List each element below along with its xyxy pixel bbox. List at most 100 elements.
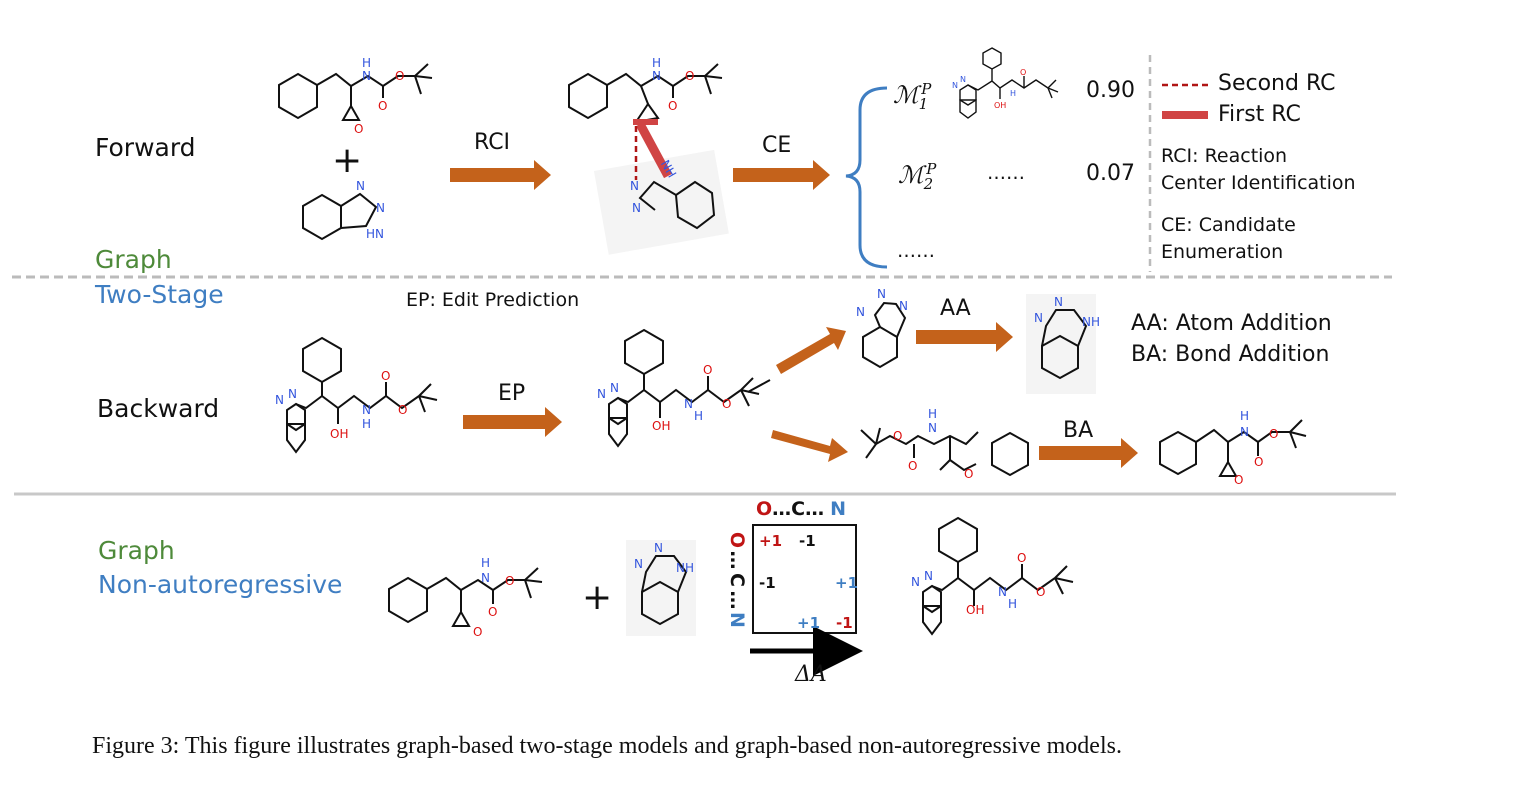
matrix-cell: -1: [799, 532, 816, 550]
molecule-candidate-1: [959, 47, 1059, 119]
col-header-n: N: [830, 498, 847, 520]
molecule-reactant-epoxide: [278, 63, 433, 121]
atom-hydrogen: H: [1010, 89, 1016, 98]
matrix-cell: +1: [797, 614, 821, 632]
atom-nitrogen: N: [597, 387, 606, 401]
candidate-1-superscript: P: [921, 80, 932, 98]
atom-nh: NH: [676, 561, 694, 575]
candidate-2-score: 0.07: [1086, 161, 1135, 186]
figure-caption: Figure 3: This figure illustrates graph-…: [92, 733, 1122, 759]
atom-nitrogen: N: [899, 299, 908, 313]
atom-hydrogen: H: [362, 56, 371, 70]
atom-oxygen: O: [378, 99, 387, 113]
atom-nitrogen: N: [356, 179, 365, 193]
matrix-cell: +1: [759, 532, 783, 550]
arrow-to-synthon-2: [771, 430, 848, 462]
atom-nitrogen: N: [877, 287, 886, 301]
candidate-2-subscript: 2: [923, 174, 934, 193]
arrow-label-rci: RCI: [474, 130, 511, 155]
atom-oxygen-hydroxyl: OH: [994, 101, 1006, 110]
definition-ba: BA: Bond Addition: [1131, 342, 1330, 367]
atom-oxygen: O: [893, 429, 902, 443]
candidates-more-ellipsis: ……: [897, 240, 935, 262]
label-graph-bottom: Graph: [98, 536, 175, 565]
candidate-2-ellipsis: ……: [987, 162, 1025, 184]
atom-hydrogen: H: [1008, 597, 1017, 611]
molecule-reaction-center-complex: [568, 63, 723, 230]
atom-oxygen-hydroxyl: OH: [652, 419, 670, 433]
atom-oxygen-hydroxyl: OH: [966, 603, 984, 617]
molecule-edited: [608, 328, 760, 448]
row-header-o: O: [726, 531, 748, 549]
col-header-dots-1: …: [772, 498, 792, 520]
definition-ce-line2: Enumeration: [1161, 241, 1284, 263]
label-forward: Forward: [95, 133, 196, 162]
atom-nitrogen: N: [911, 575, 920, 589]
atom-nitrogen: N: [610, 381, 619, 395]
molecule-nar-product: [922, 516, 1074, 636]
atom-oxygen: O: [1254, 455, 1263, 469]
definition-rci-line1: RCI: Reaction: [1161, 145, 1288, 167]
delta-a-label: ΔA: [795, 662, 827, 687]
atom-hydrogen: H: [362, 417, 371, 431]
atom-nitrogen: N: [275, 393, 284, 407]
atom-nitrogen: N: [1054, 295, 1063, 309]
col-header-o: O: [756, 498, 773, 520]
atom-nh: HN: [366, 227, 384, 241]
arrow-ep: [463, 407, 562, 437]
col-header-c: C: [791, 498, 806, 520]
plus-sign-forward: +: [332, 140, 363, 181]
arrow-aa: [916, 322, 1013, 352]
candidate-2-superscript: P: [926, 160, 937, 178]
atom-oxygen: O: [1234, 473, 1243, 487]
atom-nitrogen: N: [654, 541, 663, 555]
row-header-dots-2: …: [726, 590, 748, 610]
definition-ep: EP: Edit Prediction: [406, 289, 580, 311]
atom-nitrogen: N: [684, 397, 693, 411]
arrow-to-synthon-1: [776, 327, 846, 374]
label-non-autoregressive: Non-autoregressive: [98, 570, 343, 599]
atom-oxygen: O: [1017, 551, 1026, 565]
atom-oxygen: O: [473, 625, 482, 639]
atom-oxygen: O: [488, 605, 497, 619]
atom-oxygen: O: [1020, 68, 1026, 77]
atom-oxygen: O: [908, 459, 917, 473]
atom-nitrogen: N: [998, 585, 1007, 599]
edit-cut-bond: [747, 379, 771, 393]
candidate-1-label: ℳ1P: [893, 82, 931, 112]
definition-rci-line2: Center Identification: [1161, 172, 1356, 194]
atom-nitrogen: N: [376, 201, 385, 215]
atom-nitrogen: N: [288, 387, 297, 401]
atom-oxygen: O: [395, 69, 404, 83]
candidate-1-score: 0.90: [1086, 78, 1135, 103]
arrow-label-aa: AA: [940, 296, 971, 321]
atom-hydrogen: H: [481, 556, 490, 570]
arrow-ba: [1039, 438, 1138, 468]
definition-ce-line1: CE: Candidate: [1161, 214, 1296, 236]
reaction-center-backdrop: [593, 149, 729, 255]
legend-first-rc-label: First RC: [1218, 102, 1301, 127]
atom-nitrogen: N: [1240, 425, 1249, 439]
atom-nitrogen: N: [362, 69, 371, 83]
atom-oxygen: O: [685, 69, 694, 83]
molecule-nar-benzotriazole: [641, 555, 688, 626]
atom-nitrogen: N: [924, 569, 933, 583]
atom-oxygen: O: [668, 99, 677, 113]
atom-nitrogen: N: [1034, 311, 1043, 325]
atom-oxygen: O: [964, 467, 973, 481]
atom-oxygen: O: [381, 369, 390, 383]
legend-second-rc-label: Second RC: [1218, 71, 1336, 96]
atom-oxygen: O: [1269, 427, 1278, 441]
molecule-reactant-benzotriazole: [302, 192, 378, 241]
candidate-bracket: [845, 86, 888, 269]
atom-nitrogen: N: [856, 305, 865, 319]
matrix-column-header: O…C…N: [756, 500, 846, 519]
atom-nitrogen: N: [960, 75, 966, 84]
atom-nitrogen: N: [632, 201, 641, 215]
row-header-c: C: [726, 573, 748, 587]
matrix-cell: +1: [835, 574, 859, 592]
arrow-label-ep: EP: [498, 381, 526, 406]
row-header-dots-1: …: [726, 550, 748, 570]
label-graph-top: Graph: [95, 245, 172, 274]
atom-oxygen: O: [398, 403, 407, 417]
